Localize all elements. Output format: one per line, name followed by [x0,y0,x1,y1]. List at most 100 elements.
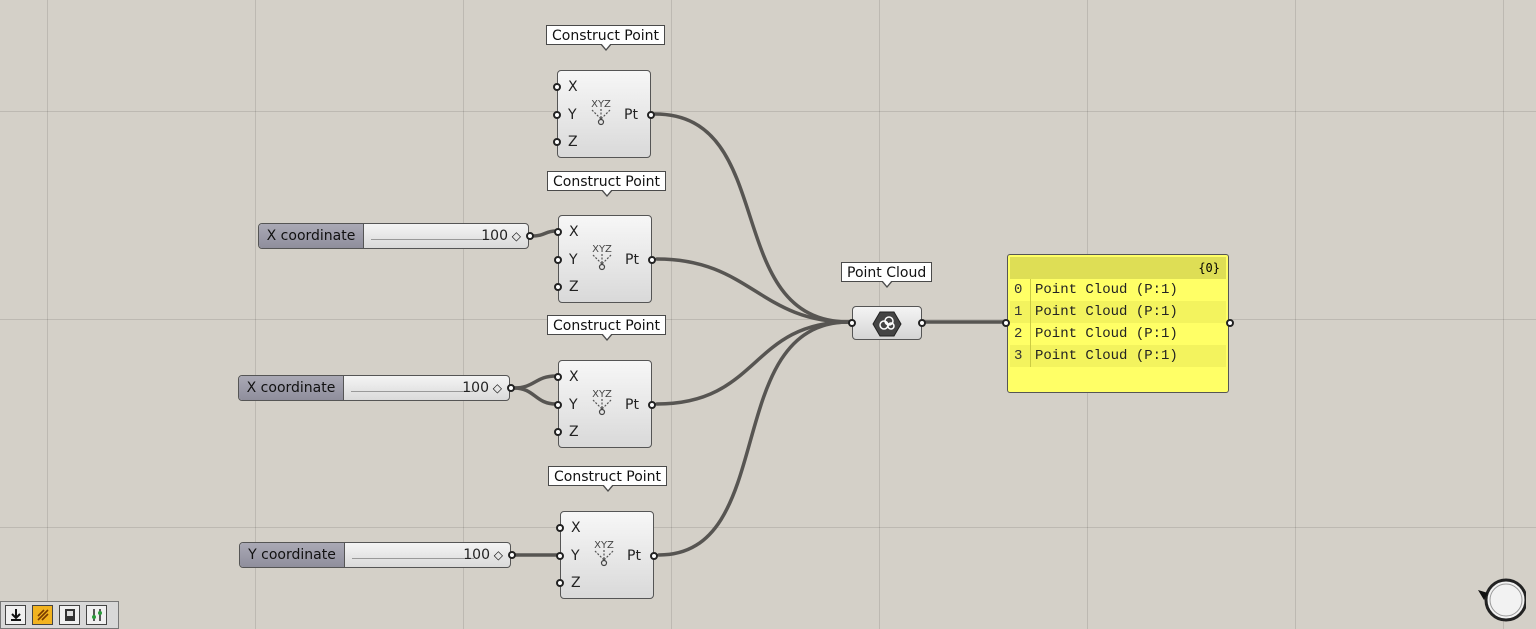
input-x-port[interactable] [554,373,562,381]
input-y-label: Y [569,397,578,413]
canvas-toolbar [0,601,119,629]
output-pt-label: Pt [625,252,639,268]
point-cloud-component[interactable] [848,306,926,340]
construct-point-icon: XYZ [591,99,611,126]
input-x-port[interactable] [553,83,561,91]
slider-value: 100 [463,547,490,563]
slider-value: 100 [462,380,489,396]
list-item-index: 1 [1014,304,1023,320]
slider-track[interactable] [371,231,492,240]
number-slider[interactable]: Y coordinate 100 ◇ [239,542,516,568]
list-item-text: Point Cloud (P:1) [1030,345,1178,367]
list-item-index: 3 [1014,348,1023,364]
input-z-label: Z [569,424,579,440]
list-item-index: 0 [1014,282,1023,298]
svg-text:XYZ: XYZ [594,540,614,551]
input-y-label: Y [569,252,578,268]
number-slider[interactable]: X coordinate 100 ◇ [258,223,534,249]
input-x-label: X [569,224,579,240]
list-item: 3 Point Cloud (P:1) [1010,345,1226,367]
wire-slider2-to-cp3x [512,374,558,390]
slider-value: 100 [481,228,508,244]
input-z-label: Z [568,134,578,150]
output-pt-label: Pt [624,107,638,123]
input-z-port[interactable] [554,283,562,291]
number-slider[interactable]: X coordinate 100 ◇ [238,375,515,401]
wire-cp4-to-pointcloud [657,320,851,557]
list-item: 1 Point Cloud (P:1) [1010,301,1226,323]
output-pt-port[interactable] [648,256,656,264]
wire-cp1-to-pointcloud [653,112,851,324]
input-z-port[interactable] [556,579,564,587]
point-cloud-tag: Point Cloud [841,262,933,288]
slider-name-label: Y coordinate [240,543,345,567]
construct-point-tag: Construct Point [547,171,667,197]
navigation-compass-icon[interactable] [1476,578,1526,628]
slider-output-port[interactable] [526,232,534,240]
construct-point-component[interactable]: X Y Z Pt XYZ [556,511,658,599]
svg-text:XYZ: XYZ [591,99,611,110]
slider-grip-icon[interactable]: ◇ [493,548,503,562]
slider-grip-icon[interactable]: ◇ [492,381,502,395]
input-y-port[interactable] [556,552,564,560]
wire-cp2-to-pointcloud [655,257,851,324]
slider-track[interactable] [352,550,474,559]
wire-slider2-to-cp3y [512,386,558,406]
construct-point-tag: Construct Point [548,466,668,492]
list-item-text: Point Cloud (P:1) [1030,323,1178,345]
panel-input-port[interactable] [1002,319,1010,327]
list-item-text: Point Cloud (P:1) [1030,301,1178,323]
input-x-label: X [569,369,579,385]
input-y-label: Y [571,548,580,564]
preview-icon[interactable] [59,605,80,625]
slider-output-port[interactable] [508,551,516,559]
output-pt-label: Pt [625,397,639,413]
input-z-port[interactable] [554,428,562,436]
panel-output-port[interactable] [1226,319,1234,327]
input-x-port[interactable] [554,228,562,236]
input-x-label: X [568,79,578,95]
construct-point-tag: Construct Point [546,25,666,51]
input-y-label: Y [568,107,577,123]
slider-name-label: X coordinate [239,376,344,400]
output-pt-port[interactable] [647,111,655,119]
list-item-text: Point Cloud (P:1) [1030,279,1178,301]
input-x-label: X [571,520,581,536]
construct-point-icon: XYZ [592,244,612,271]
construct-point-component[interactable]: X Y Z Pt XYZ [553,70,655,158]
slider-name-label: X coordinate [259,224,364,248]
construct-point-component[interactable]: X Y Z Pt XYZ [554,360,656,448]
list-item-index: 2 [1014,326,1023,342]
wires-icon[interactable] [86,605,107,625]
input-x-port[interactable] [556,524,564,532]
slider-track[interactable] [351,383,473,392]
construct-point-icon: XYZ [594,540,614,567]
sketch-icon[interactable] [32,605,53,625]
input-z-port[interactable] [553,138,561,146]
input-y-port[interactable] [553,111,561,119]
list-item: 0 Point Cloud (P:1) [1010,279,1226,301]
input-y-port[interactable] [554,401,562,409]
construct-point-icon: XYZ [592,389,612,416]
output-pt-port[interactable] [648,401,656,409]
point-cloud-output-port[interactable] [918,319,926,327]
list-item: 2 Point Cloud (P:1) [1010,323,1226,345]
svg-text:XYZ: XYZ [592,389,612,400]
wire-cp3-to-pointcloud [655,320,851,406]
data-panel[interactable]: {0} 0 Point Cloud (P:1) 1 Point Cloud (P… [1002,254,1234,393]
output-pt-port[interactable] [650,552,658,560]
point-cloud-icon [872,311,902,337]
slider-grip-icon[interactable]: ◇ [511,229,521,243]
wire-slider1-to-cp2 [530,229,558,238]
svg-text:XYZ: XYZ [592,244,612,255]
input-z-label: Z [569,279,579,295]
download-icon[interactable] [5,605,26,625]
point-cloud-input-port[interactable] [848,319,856,327]
construct-point-component[interactable]: X Y Z Pt XYZ [554,215,656,303]
construct-point-tag: Construct Point [547,315,667,341]
output-pt-label: Pt [627,548,641,564]
panel-path-header: {0} [1010,257,1226,279]
slider-output-port[interactable] [507,384,515,392]
input-y-port[interactable] [554,256,562,264]
